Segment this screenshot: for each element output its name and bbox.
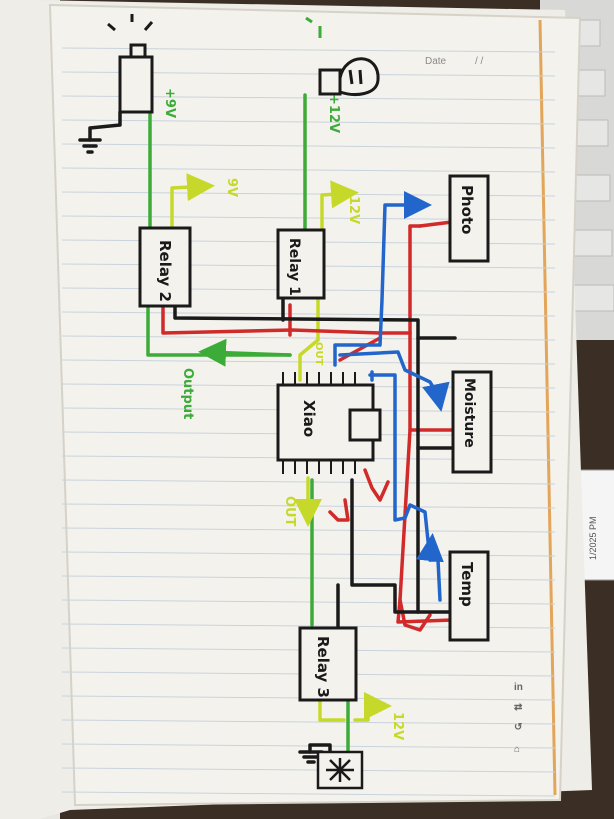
share-icon: ⇄ xyxy=(514,702,523,713)
moisture-label: Moisture xyxy=(461,378,477,448)
photo-sensor xyxy=(448,174,490,263)
signal-wires xyxy=(170,173,392,722)
ruled-line xyxy=(61,719,556,725)
relay-2-label: Relay 2 xyxy=(156,240,174,302)
date-label: Date xyxy=(425,56,447,67)
phone-timestamp: 1/2025 PM xyxy=(588,516,598,560)
bulb-12v xyxy=(305,16,380,96)
home-icon: ⌂ xyxy=(514,744,520,755)
linkedin-icon: in xyxy=(514,682,523,693)
temp-sensor xyxy=(448,550,490,642)
photo-label: Photo xyxy=(458,185,476,234)
ruled-line xyxy=(61,335,556,341)
relay-2-9v-label: 9V xyxy=(224,178,239,197)
fan-icon xyxy=(316,750,364,790)
ruled-line xyxy=(61,527,556,533)
relay-1-label: Relay 1 xyxy=(286,238,302,296)
relay-2 xyxy=(138,226,192,308)
ruled-line xyxy=(61,359,556,365)
fan-12v-label: 12V xyxy=(390,712,405,740)
ruled-line xyxy=(61,167,556,173)
date-slashes: / / xyxy=(475,56,484,67)
xiao-board xyxy=(276,372,382,474)
sensor-data-wires xyxy=(333,191,450,602)
relay-3 xyxy=(298,626,358,702)
ruled-line xyxy=(61,767,556,773)
supply-9v-label: +9V xyxy=(162,88,177,118)
ground-wires xyxy=(78,110,460,764)
relay-1-12v-label: 12V xyxy=(346,196,361,224)
temp-label: Temp xyxy=(458,562,476,607)
out-top-label: OUT xyxy=(313,342,324,366)
relay-1 xyxy=(276,228,326,300)
out-bottom-label: OUT xyxy=(282,496,297,527)
battery-9v xyxy=(107,14,154,114)
ruled-line xyxy=(61,311,556,317)
ruled-line xyxy=(61,143,556,149)
supply-12v-label: +12V xyxy=(326,94,341,133)
ruled-line xyxy=(61,791,556,797)
output-label: Output xyxy=(180,368,195,419)
sync-icon: ↺ xyxy=(514,722,522,733)
xiao-label: Xiao xyxy=(300,400,318,437)
moisture-sensor xyxy=(451,370,493,474)
relay-3-label: Relay 3 xyxy=(314,636,332,698)
ruled-line xyxy=(61,119,556,125)
